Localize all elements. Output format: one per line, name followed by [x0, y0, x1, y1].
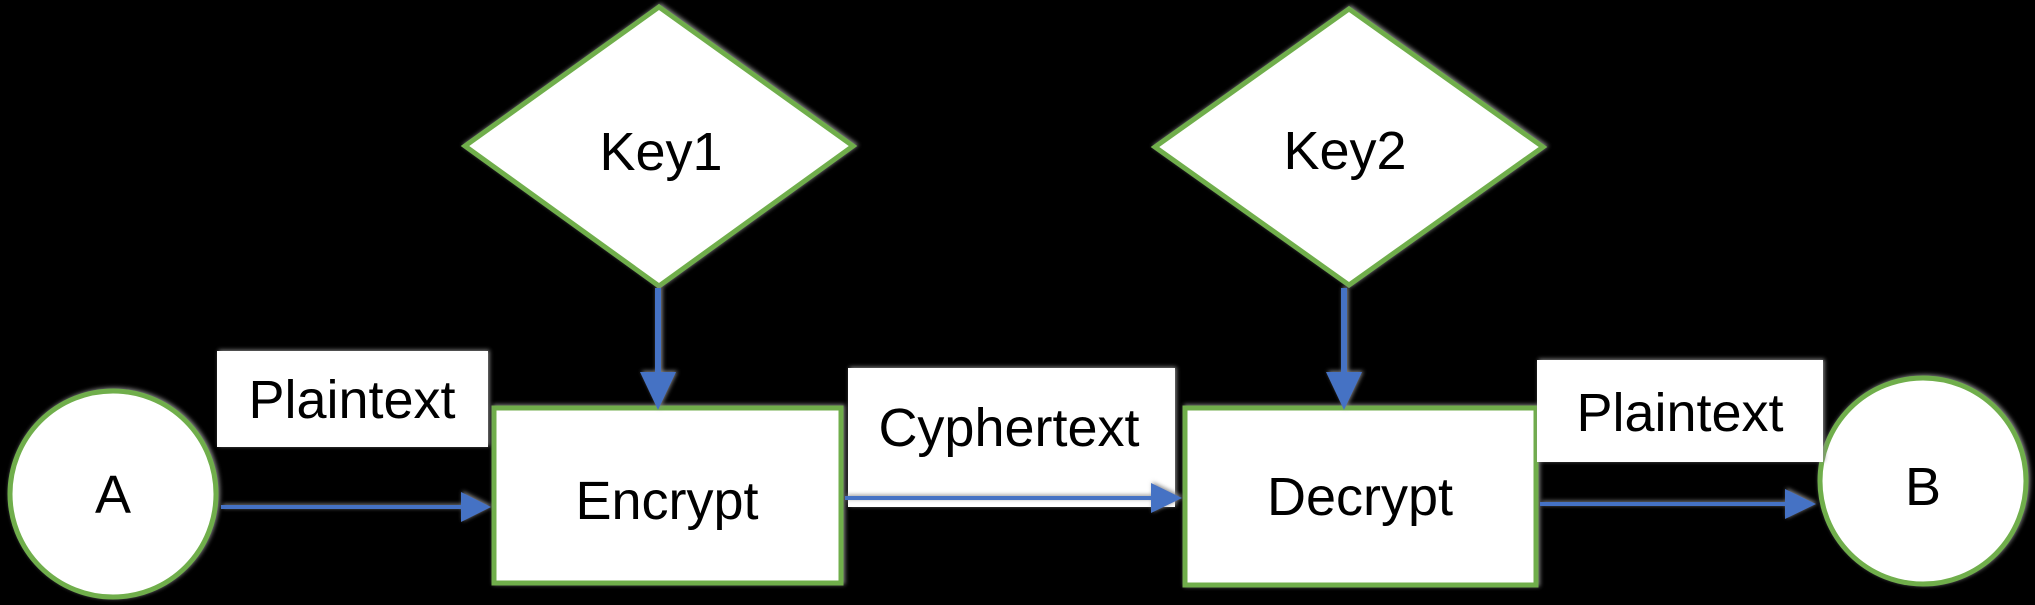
node-receiver-circle — [1817, 375, 2029, 587]
edge-label-plaintext-in: Plaintext — [248, 370, 455, 430]
node-sender-circle — [7, 388, 219, 600]
edge-label-cyphertext: Cyphertext — [878, 398, 1139, 458]
node-sender-label: A — [95, 465, 131, 525]
label-box-cyphertext — [848, 368, 1175, 507]
node-receiver-label: B — [1905, 457, 1941, 517]
edge-label-plaintext-out: Plaintext — [1576, 383, 1783, 443]
arrow-key1-to-encrypt — [640, 288, 676, 410]
arrow-key2-to-decrypt — [1326, 288, 1362, 410]
node-key1-diamond — [460, 3, 858, 290]
node-decrypt-label: Decrypt — [1267, 467, 1453, 527]
node-encrypt-label: Encrypt — [575, 471, 758, 531]
arrow-encrypt-to-decrypt — [845, 483, 1182, 513]
node-encrypt-box — [491, 405, 844, 586]
node-key2-diamond — [1150, 5, 1548, 289]
label-box-plaintext-in — [217, 351, 488, 447]
arrow-decrypt-to-receiver — [1540, 489, 1816, 519]
arrow-sender-to-encrypt — [221, 492, 491, 522]
label-box-plaintext-out — [1537, 360, 1823, 462]
node-decrypt-box — [1182, 405, 1539, 588]
node-key2-label: Key2 — [1283, 121, 1406, 181]
node-key1-label: Key1 — [599, 122, 722, 182]
